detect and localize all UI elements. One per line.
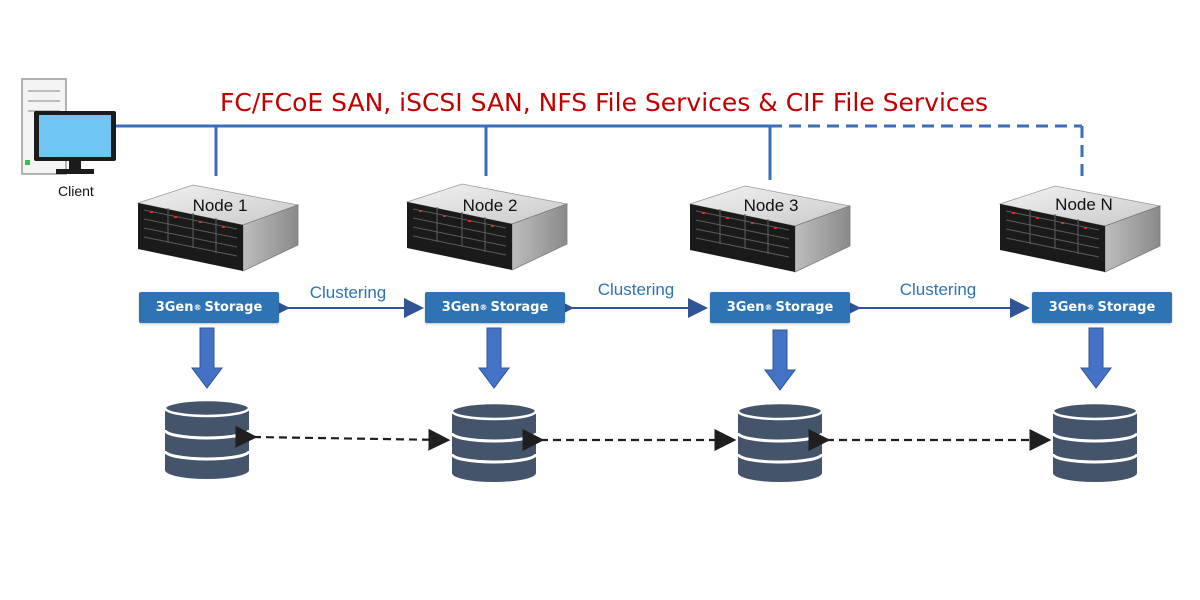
- storage-box-brand: 3Gen: [155, 300, 194, 315]
- storage-box-node-n: 3Gen®Storage: [1032, 292, 1172, 323]
- storage-box-brand: 3Gen: [1048, 300, 1087, 315]
- down-arrow-icon: [478, 327, 510, 389]
- network-bus-lines: [115, 124, 1084, 180]
- storage-box-text: Storage: [1097, 300, 1156, 315]
- clustering-label-3: Clustering: [899, 280, 977, 299]
- registered-mark: ®: [764, 303, 773, 312]
- down-arrow-icon: [764, 329, 796, 391]
- services-banner: FC/FCoE SAN, iSCSI SAN, NFS File Service…: [220, 88, 989, 117]
- node-3-label: Node 3: [743, 196, 799, 215]
- storage-box-text: Storage: [204, 300, 263, 315]
- node-n-label: Node N: [1055, 195, 1113, 214]
- registered-mark: ®: [1086, 303, 1095, 312]
- node-2-label: Node 2: [462, 196, 518, 215]
- client-label: Client: [58, 183, 94, 199]
- database-3-icon: [736, 400, 824, 484]
- down-arrow-icon: [1080, 327, 1112, 389]
- clustering-label-1: Clustering: [309, 283, 387, 302]
- database-1-icon: [163, 397, 251, 481]
- node-1-label: Node 1: [192, 196, 248, 215]
- registered-mark: ®: [193, 303, 202, 312]
- storage-box-node-1: 3Gen®Storage: [139, 292, 279, 323]
- registered-mark: ®: [479, 303, 488, 312]
- storage-box-brand: 3Gen: [441, 300, 480, 315]
- database-2-icon: [450, 400, 538, 484]
- clustering-label-2: Clustering: [597, 280, 675, 299]
- storage-box-brand: 3Gen: [726, 300, 765, 315]
- storage-box-node-3: 3Gen®Storage: [710, 292, 850, 323]
- storage-box-node-2: 3Gen®Storage: [425, 292, 565, 323]
- database-n-icon: [1051, 400, 1139, 484]
- storage-box-text: Storage: [490, 300, 549, 315]
- client-computer-icon: [21, 78, 116, 175]
- down-arrow-icon: [191, 327, 223, 389]
- storage-box-text: Storage: [775, 300, 834, 315]
- replication-arrows: [235, 425, 1052, 451]
